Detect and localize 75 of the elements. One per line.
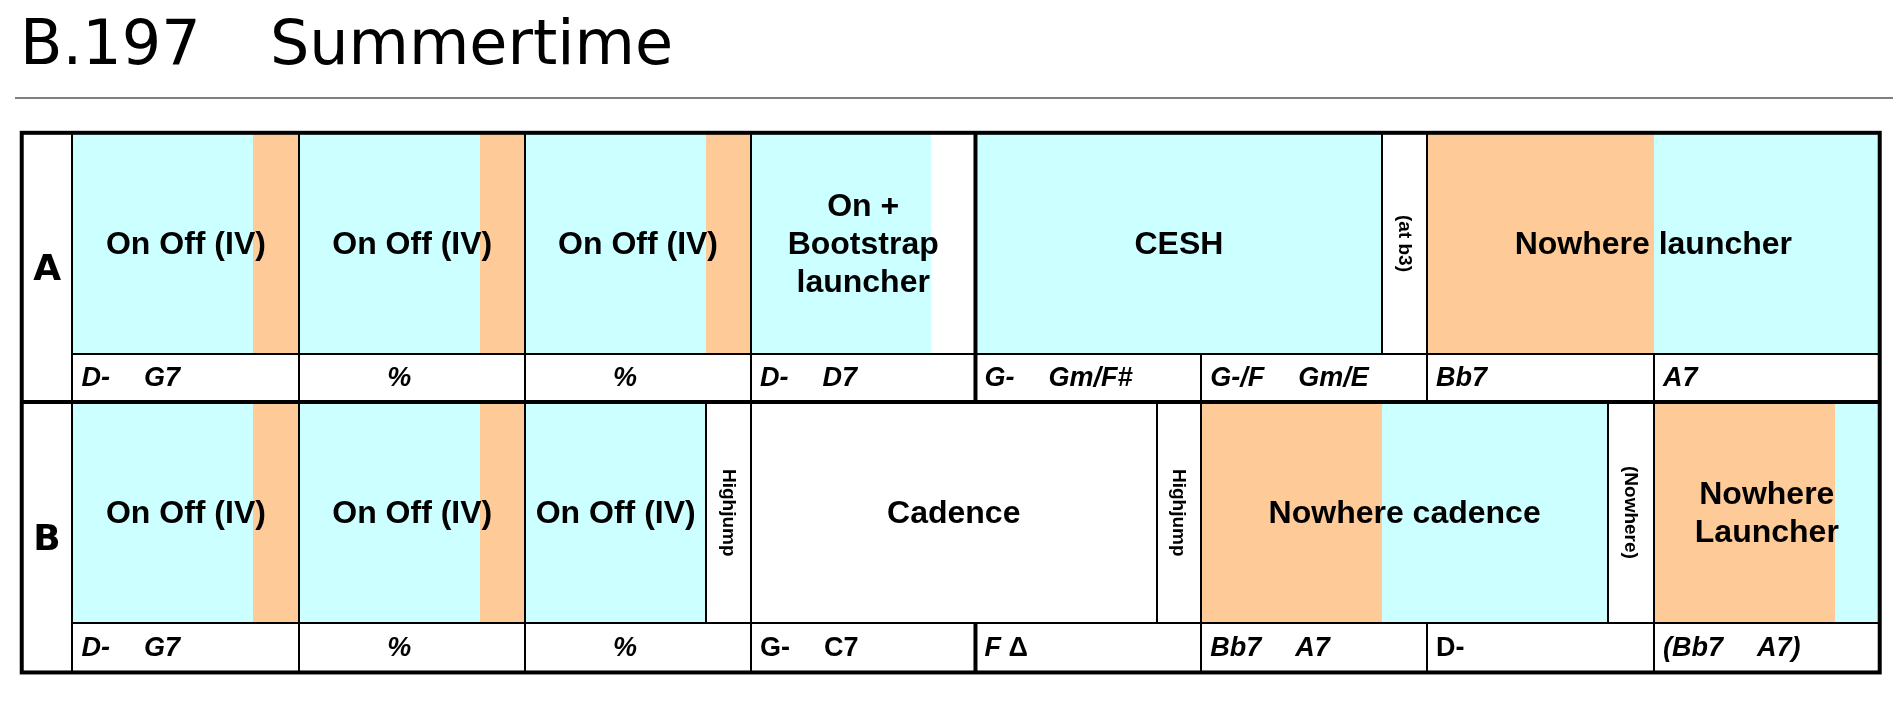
section-cell	[750, 132, 976, 354]
section-name: On Off (IV)	[332, 493, 493, 532]
chord-cell	[525, 353, 751, 402]
chord-symbol: (Bb7	[1662, 632, 1723, 664]
section-cell	[299, 402, 526, 623]
row-label: B	[33, 516, 61, 558]
section-name: CESH	[1134, 224, 1224, 263]
vertical-note: (at b3)	[1393, 214, 1416, 272]
section-name: Nowhere launcher	[1514, 224, 1793, 263]
chord-cell	[72, 353, 300, 402]
section-name: On Off (IV)	[332, 224, 493, 263]
vertical-note: (Nowhere)	[1620, 466, 1642, 559]
section-cell	[1653, 402, 1880, 623]
chord-symbol: G-/F	[1210, 362, 1265, 394]
chord-cell	[1427, 353, 1654, 402]
chord-cell	[975, 622, 1202, 673]
section-name: On Off (IV)	[105, 493, 266, 532]
section-cell	[72, 132, 300, 354]
chord-cell	[1201, 353, 1427, 402]
section-name: On + Bootstrap launcher	[786, 185, 940, 301]
chord-symbol: %	[613, 632, 638, 664]
vertical-note: Highjump	[717, 468, 740, 557]
chord-cell	[750, 622, 976, 673]
chord-cell	[299, 353, 526, 402]
section-cell	[975, 132, 1383, 354]
note-cell	[1156, 402, 1202, 623]
chord-symbol: G-	[984, 362, 1015, 394]
chord-symbol: %	[613, 362, 638, 394]
chord-cell	[72, 622, 300, 673]
chord-symbol: D-	[1436, 632, 1465, 664]
section-name: On Off (IV)	[558, 224, 718, 263]
section-cell	[525, 132, 751, 354]
section-name: Nowhere Launcher	[1693, 474, 1840, 551]
section-name: Cadence	[887, 493, 1021, 532]
chord-symbol: C7	[823, 632, 859, 664]
chord-symbol: A7)	[1756, 632, 1801, 664]
vertical-note: Highjump	[1167, 468, 1190, 557]
chord-symbol: D-	[759, 362, 789, 394]
chord-cell	[1653, 622, 1880, 673]
chord-symbol: D7	[822, 362, 857, 394]
chord-symbol: Gm/F#	[1048, 362, 1133, 394]
chord-cell	[750, 353, 976, 402]
chord-symbol: D-	[81, 362, 110, 394]
note-cell	[706, 402, 751, 623]
page-title: B.197 Summertime	[20, 6, 674, 79]
chord-symbol: A7	[1295, 632, 1330, 664]
chord-cell	[1427, 622, 1654, 673]
section-cell	[299, 132, 526, 354]
chord-symbol: G7	[143, 632, 180, 664]
section-name: Nowhere cadence	[1268, 493, 1541, 532]
chord-cell	[525, 622, 751, 673]
note-cell	[1382, 132, 1427, 354]
chord-cell	[1653, 353, 1880, 402]
chord-symbol: %	[387, 632, 412, 664]
section-cell	[525, 402, 707, 623]
chord-symbol: Bb7	[1436, 362, 1487, 394]
row-label: A	[33, 246, 61, 288]
chord-cell	[299, 622, 526, 673]
section-cell	[1201, 402, 1609, 623]
chord-symbol: Gm/E	[1298, 362, 1369, 394]
chord-symbol: F Δ	[984, 632, 1028, 664]
section-name: On Off (IV)	[105, 224, 266, 263]
section-cell	[72, 402, 300, 623]
chord-symbol: G7	[143, 362, 180, 394]
chord-symbol: D-	[81, 632, 110, 664]
section-name: On Off (IV)	[535, 493, 696, 532]
chord-symbol: A7	[1662, 362, 1698, 394]
chord-cell	[1201, 622, 1427, 673]
chord-symbol: Bb7	[1210, 632, 1262, 664]
chord-cell	[975, 353, 1202, 402]
note-cell	[1608, 402, 1654, 623]
section-cell	[750, 402, 1157, 623]
section-cell	[1427, 132, 1880, 354]
chord-symbol: G-	[759, 632, 790, 664]
chord-symbol: %	[387, 362, 412, 394]
